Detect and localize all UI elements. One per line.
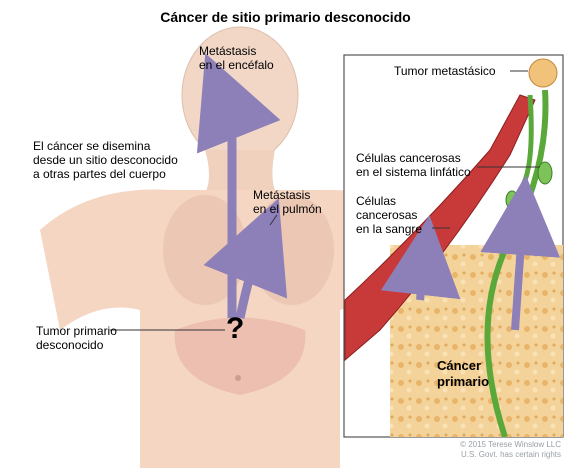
label-unknown-line2: desconocido — [36, 338, 104, 352]
lymph-node-1 — [537, 161, 553, 185]
label-blood-line2: cancerosas — [356, 208, 418, 222]
metastatic-tumor-blob — [528, 58, 558, 88]
label-lymph-line2: en el sistema linfático — [356, 165, 471, 179]
label-primary-line1: Cáncer — [437, 358, 482, 373]
label-spread: El cáncer se disemina desde un sitio des… — [33, 139, 178, 181]
label-lung-line1: Metástasis — [253, 188, 311, 202]
copyright-line1: © 2015 Terese Winslow LLC — [460, 440, 561, 449]
brain-metastasis-star — [208, 79, 222, 93]
label-unknown-line1: Tumor primario — [36, 324, 117, 338]
lymph-node-2 — [505, 190, 519, 210]
question-mark: ? — [226, 312, 245, 345]
label-spread-line1: El cáncer se disemina — [33, 139, 151, 153]
label-lymph-cells: Células cancerosas en el sistema linfáti… — [356, 151, 471, 179]
inset-arrow-lymph — [480, 175, 561, 331]
diagram-title: Cáncer de sitio primario desconocido — [160, 9, 411, 25]
label-metastatic-tumor: Tumor metastásico — [394, 64, 496, 78]
copyright-line2: U.S. Govt. has certain rights — [460, 450, 561, 459]
navel — [235, 375, 241, 381]
label-brain-metastasis: Metástasis en el encéfalo — [199, 44, 274, 72]
label-brain-line1: Metástasis — [199, 44, 257, 58]
label-lung-metastasis: Metástasis en el pulmón — [253, 188, 322, 216]
inset-panel — [343, 54, 564, 438]
label-blood-line1: Células — [356, 194, 397, 208]
label-lymph-line1: Células cancerosas — [356, 151, 461, 165]
label-primary-line2: primario — [437, 374, 490, 389]
arrow-to-brain — [196, 53, 281, 318]
label-spread-line2: desde un sitio desconocido — [33, 153, 178, 167]
label-blood-cells: Células cancerosas en la sangre — [356, 194, 422, 236]
label-unknown-primary: Tumor primario desconocido — [36, 324, 117, 352]
intestine — [174, 317, 306, 395]
inset-arrow-blood — [380, 215, 461, 301]
label-lung-line2: en el pulmón — [253, 202, 322, 216]
label-brain-line2: en el encéfalo — [199, 58, 274, 72]
label-blood-line3: en la sangre — [356, 222, 423, 236]
label-primary-cancer: Cáncer primario — [437, 358, 489, 390]
label-spread-line3: a otras partes del cuerpo — [33, 167, 166, 181]
copyright-notice: © 2015 Terese Winslow LLC U.S. Govt. has… — [460, 440, 561, 460]
arrow-to-lung — [203, 198, 288, 319]
